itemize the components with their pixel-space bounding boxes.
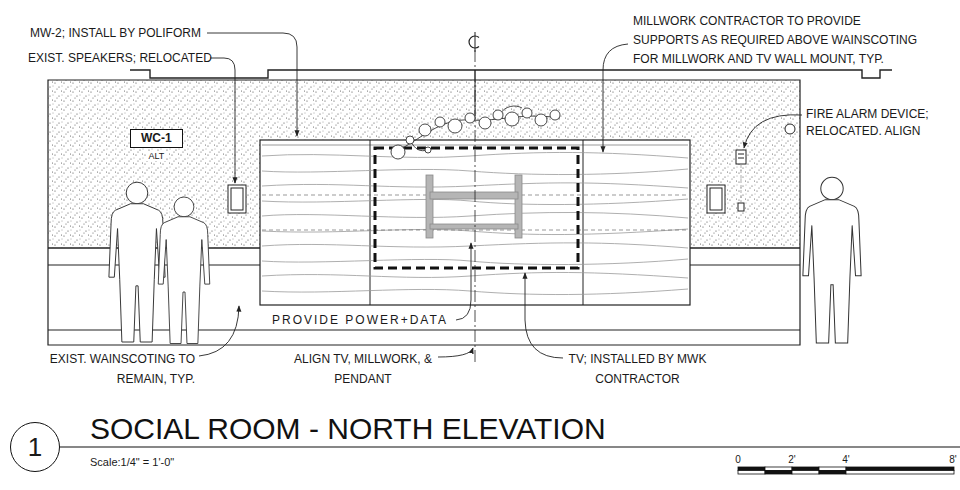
- human-figure: [109, 182, 165, 342]
- fire-alarm-device: [736, 124, 795, 211]
- speaker: [228, 185, 725, 213]
- human-figure: [158, 197, 209, 344]
- centerline: [469, 32, 479, 362]
- callout-note: TV; INSTALLED BY MWK CONTRACTOR: [555, 349, 720, 389]
- human-figure: [821, 177, 843, 199]
- pendant-light: [505, 112, 519, 126]
- material-note: ALT: [146, 151, 166, 161]
- leader-line: [207, 33, 297, 136]
- detail-number: 1: [28, 433, 42, 461]
- scale-tick-label: 8': [949, 453, 956, 467]
- wall-outline: [48, 80, 800, 345]
- tv-mount: [430, 224, 518, 229]
- pendant-light: [479, 117, 491, 129]
- pendant-light: [391, 145, 405, 159]
- scale-bar: [738, 471, 765, 475]
- scale-bar: [765, 467, 792, 471]
- tv-mount: [426, 175, 522, 238]
- tv-mount: [430, 192, 518, 199]
- wall-outline: [48, 329, 800, 330]
- pendant-light: [522, 108, 532, 118]
- fire-alarm-device: [738, 154, 744, 155]
- speaker: [228, 185, 246, 213]
- wall-outline: [130, 70, 892, 78]
- scale-bar: [738, 467, 765, 471]
- scale-note: Scale:1/4" = 1'-0": [90, 455, 174, 469]
- drawing-title: SOCIAL ROOM - NORTH ELEVATION: [90, 413, 606, 445]
- scale-bar: [819, 467, 846, 471]
- pendant-light: [465, 113, 475, 123]
- scale-bar: [819, 471, 846, 475]
- scale-bar: [792, 471, 819, 475]
- callout-note: MILLWORK CONTRACTOR TO PROVIDE SUPPORTS …: [633, 12, 926, 69]
- pendant-light: [550, 110, 560, 120]
- callout-note: FIRE ALARM DEVICE; RELOCATED. ALIGN: [806, 106, 948, 140]
- title-rule: [60, 447, 960, 448]
- fire-alarm-device: [785, 124, 795, 134]
- human-figure: [174, 197, 194, 217]
- scale-bar: [792, 467, 819, 471]
- scale-bar: [846, 467, 954, 471]
- scale-tick-label: 2': [788, 453, 795, 467]
- speaker: [710, 188, 722, 210]
- leader-line: [438, 348, 473, 357]
- human-figure: [803, 200, 861, 343]
- pendant-light: [419, 124, 431, 136]
- tv-outline: [375, 148, 578, 268]
- scale-bar: [765, 471, 792, 475]
- millwork-panel: [583, 140, 584, 305]
- scale-bar: [738, 467, 954, 474]
- fire-alarm-device: [738, 158, 744, 159]
- pendant-light: [535, 114, 547, 126]
- pendant-light: [448, 119, 462, 133]
- callout-note: ALIGN TV, MILLWORK, & PENDANT: [278, 349, 448, 389]
- material-code: WC-1: [130, 129, 183, 148]
- tv-outline: [375, 148, 578, 268]
- detail-number-circle: 1: [10, 422, 60, 472]
- centerline: [469, 36, 479, 48]
- centerline: [475, 50, 476, 362]
- millwork-panel: [370, 140, 371, 305]
- pendant-light: [406, 136, 414, 144]
- leader-line: [210, 58, 235, 183]
- leader-line: [603, 44, 628, 152]
- material-tag: WC-1ALT: [130, 128, 183, 161]
- leader-line: [525, 273, 563, 358]
- callout-note: PROVIDE POWER+DATA: [272, 313, 448, 327]
- human-figure: [126, 182, 148, 204]
- leader-line: [456, 243, 471, 320]
- speaker: [707, 185, 725, 213]
- title-rule: [60, 446, 960, 447]
- fire-alarm-device: [736, 150, 746, 164]
- human-figure: [158, 217, 209, 344]
- callout-note: EXIST. SPEAKERS; RELOCATED: [28, 51, 212, 65]
- pendant-light: [391, 106, 560, 159]
- leader-line: [199, 33, 802, 358]
- scale-tick-label: 0: [735, 453, 741, 467]
- leader-line: [199, 306, 239, 356]
- pendant-light: [435, 117, 445, 127]
- speaker: [231, 188, 243, 210]
- human-figure: [109, 177, 861, 343]
- human-figure: [803, 177, 861, 343]
- fire-alarm-device: [741, 165, 742, 202]
- centerline: [475, 32, 476, 52]
- scale-tick-label: 4': [842, 453, 849, 467]
- wall-outline: [48, 70, 892, 345]
- callout-note: EXIST. WAINSCOTING TO REMAIN, TYP.: [35, 349, 195, 389]
- callout-note: MW-2; INSTALL BY POLIFORM: [30, 26, 201, 40]
- pendant-light: [425, 147, 431, 153]
- pendant-light: [493, 110, 503, 120]
- fire-alarm-device: [738, 203, 744, 211]
- scale-bar: [846, 471, 954, 475]
- leader-line: [744, 115, 802, 148]
- centerline: [475, 70, 476, 116]
- human-figure: [109, 204, 165, 342]
